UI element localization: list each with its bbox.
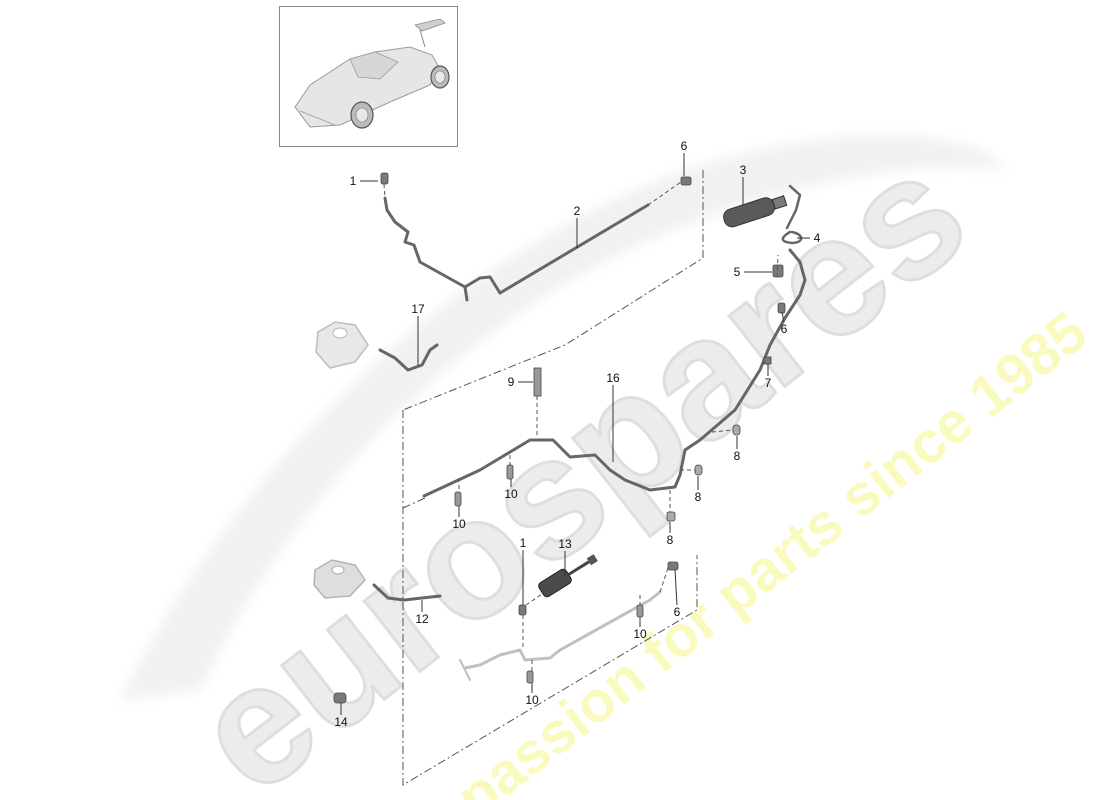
fitting-1a <box>380 172 389 185</box>
callout-13[interactable]: 13 <box>558 537 572 551</box>
hydraulic-line-2 <box>383 196 650 302</box>
callout-6[interactable]: 6 <box>673 605 681 619</box>
slave-cylinder-3 <box>723 195 788 228</box>
callout-8[interactable]: 8 <box>733 449 741 463</box>
watermark-swoosh <box>120 135 1010 700</box>
callout-16[interactable]: 16 <box>606 371 620 385</box>
callout-10[interactable]: 10 <box>525 693 539 707</box>
callout-3[interactable]: 3 <box>739 163 747 177</box>
callout-4[interactable]: 4 <box>813 231 821 245</box>
callout-2[interactable]: 2 <box>573 204 581 218</box>
callout-6[interactable]: 6 <box>680 139 688 153</box>
fitting-6a <box>680 176 692 186</box>
hydraulic-line-lower <box>463 590 662 670</box>
clip-10d <box>526 670 534 684</box>
clip-10c <box>636 604 644 618</box>
boundary-upper <box>402 170 704 411</box>
callout-10[interactable]: 10 <box>504 487 518 501</box>
hose-4 <box>781 184 803 245</box>
fitting-6b <box>777 302 786 314</box>
callout-1[interactable]: 1 <box>519 536 527 550</box>
fitting-1b <box>518 604 527 616</box>
sleeve-9 <box>533 367 542 397</box>
callout-9[interactable]: 9 <box>507 375 515 389</box>
hydraulic-line-16 <box>422 248 807 498</box>
bracket-5 <box>772 264 784 278</box>
callout-10[interactable]: 10 <box>633 627 647 641</box>
clip-10a <box>454 491 462 507</box>
callout-6[interactable]: 6 <box>780 322 788 336</box>
callout-17[interactable]: 17 <box>411 302 425 316</box>
hose-12 <box>372 583 442 602</box>
clip-14 <box>333 692 347 704</box>
callout-8[interactable]: 8 <box>694 490 702 504</box>
callout-10[interactable]: 10 <box>452 517 466 531</box>
callout-12[interactable]: 12 <box>415 612 429 626</box>
clip-8b <box>694 464 703 476</box>
fitting-6c <box>667 561 679 571</box>
fluid-reservoir <box>315 321 369 369</box>
callout-1[interactable]: 1 <box>349 174 357 188</box>
clip-10b <box>506 464 514 480</box>
callout-8[interactable]: 8 <box>666 533 674 547</box>
fluid-reservoir-12 <box>313 559 366 599</box>
hose-17 <box>378 343 439 372</box>
boundary-main <box>402 410 698 786</box>
callout-14[interactable]: 14 <box>334 715 348 729</box>
clip-8a <box>732 424 741 436</box>
car-thumbnail <box>279 6 458 147</box>
clip-8c <box>666 511 676 522</box>
master-cylinder-13 <box>538 554 598 598</box>
car-icon <box>294 18 450 129</box>
boundary-lower-inner <box>402 497 426 509</box>
callout-7[interactable]: 7 <box>764 376 772 390</box>
clip-7 <box>763 356 772 365</box>
callout-5[interactable]: 5 <box>733 265 741 279</box>
